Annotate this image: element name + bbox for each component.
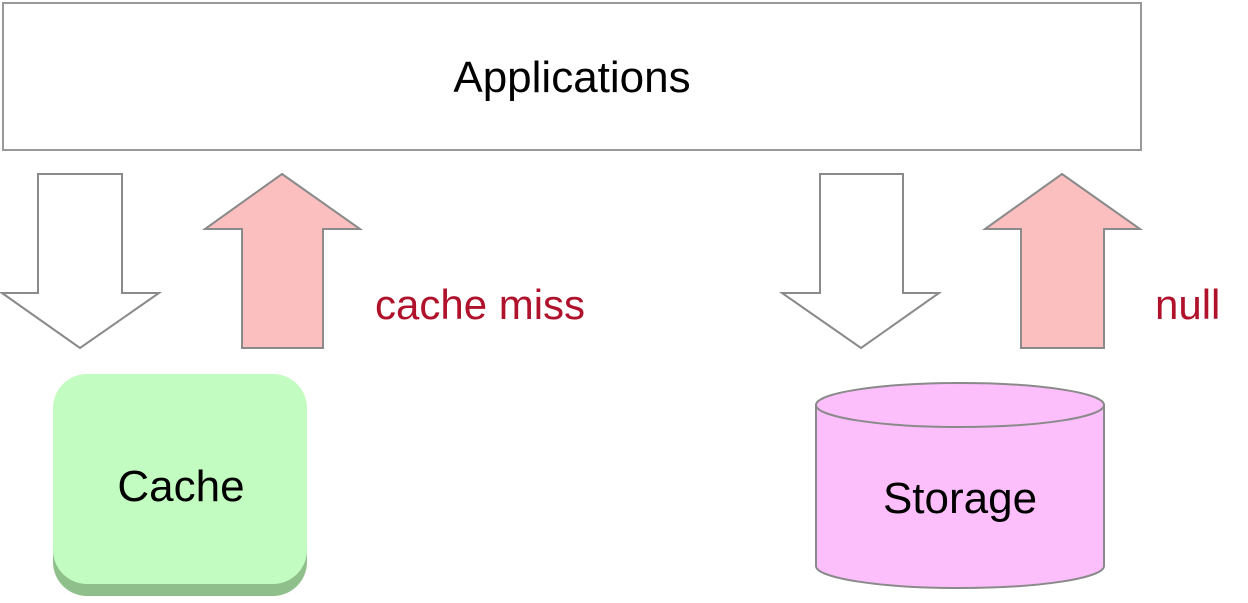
null-label: null xyxy=(1155,281,1220,328)
storage-cylinder-body xyxy=(815,404,1105,589)
storage-cylinder: Storage xyxy=(815,382,1105,589)
request-arrow-down-icon xyxy=(0,173,163,350)
response-arrow-up-icon xyxy=(981,172,1144,349)
cache-box: Cache xyxy=(53,374,307,596)
cache-label: Cache xyxy=(117,462,244,511)
applications-box-border xyxy=(2,2,1142,151)
request-arrow-down-icon xyxy=(778,173,943,350)
applications-label: Applications xyxy=(453,53,690,102)
storage-cylinder-top xyxy=(815,382,1105,428)
response-arrow-up-icon xyxy=(201,172,364,349)
applications-box: Applications xyxy=(2,2,1142,151)
cache-miss-label: cache miss xyxy=(375,281,585,328)
cache-box-face xyxy=(53,374,307,584)
storage-label: Storage xyxy=(883,474,1037,523)
